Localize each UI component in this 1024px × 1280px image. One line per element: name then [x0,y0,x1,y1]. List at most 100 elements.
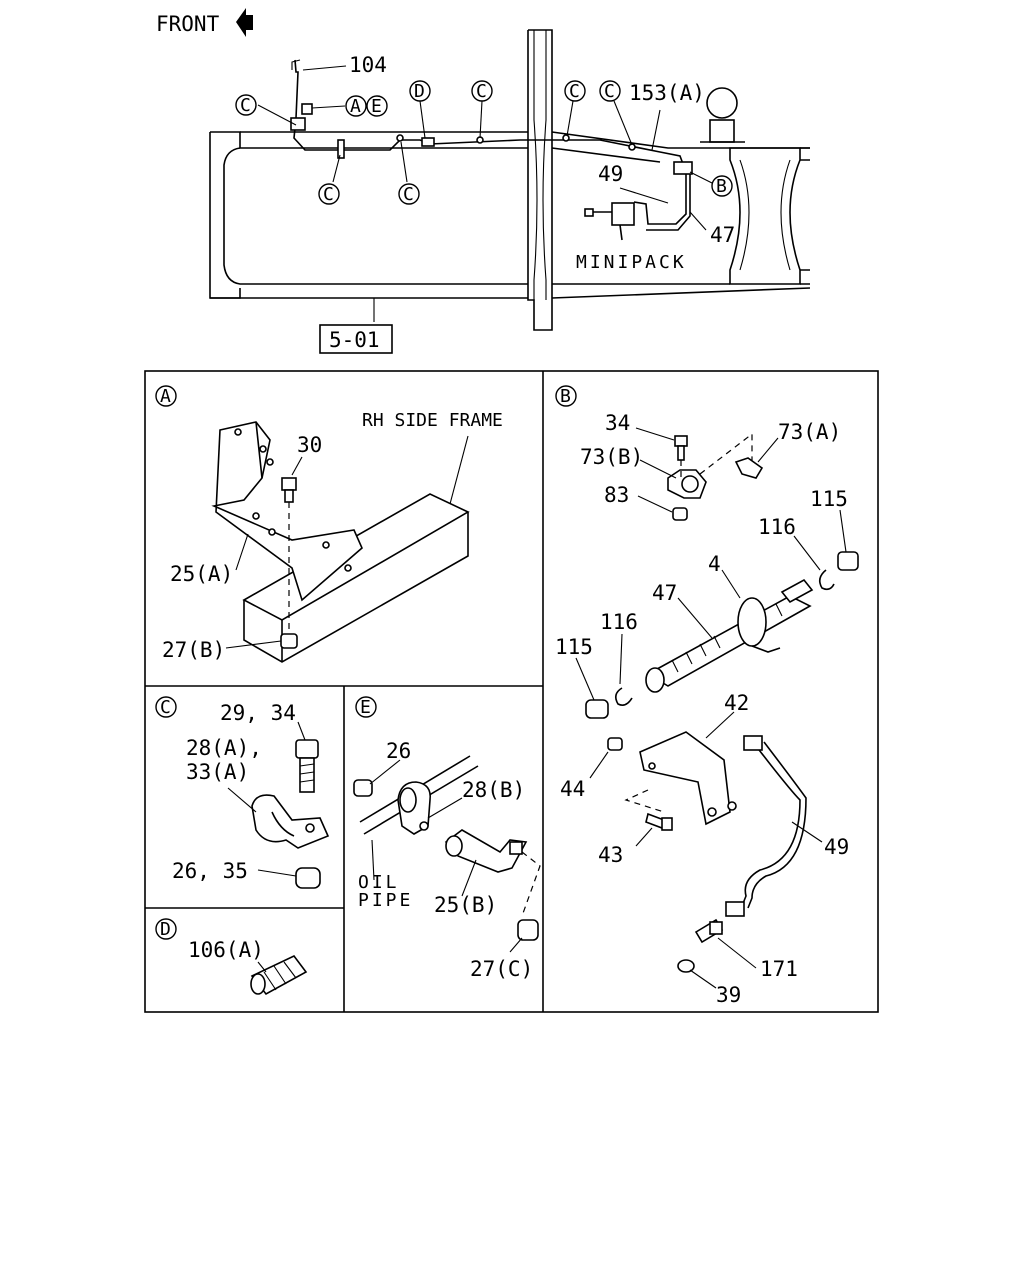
part-27c: 27(C) [470,957,533,981]
oil-pipe-label-line2: PIPE [358,890,413,911]
part-27b: 27(B) [162,638,225,662]
svg-text:C: C [569,81,580,102]
part-28b: 28(B) [462,778,525,802]
marker-c-4: C [599,80,621,102]
svg-text:B: B [560,386,571,407]
callout-153a: 153(A) [629,81,705,105]
part-49: 49 [824,835,849,859]
part-30: 30 [297,433,322,457]
pipe-49 [725,735,807,917]
part-44: 44 [560,777,585,801]
marker-c-5: C [318,183,340,205]
front-arrow-icon [236,8,253,37]
svg-text:D: D [414,81,425,102]
panel-c-letter: C [155,696,177,718]
part-26-e: 26 [386,739,411,763]
part-43: 43 [598,843,623,867]
panel-d: D 106(A) [155,918,308,996]
chassis-frame [209,29,811,331]
bolt-43 [645,812,673,831]
svg-text:E: E [371,96,382,117]
marker-b: B [711,175,733,197]
panel-a-letter: A [155,385,177,407]
bracket-25a [211,421,363,602]
marker-c-6: C [398,183,420,205]
svg-text:B: B [716,176,727,197]
svg-text:C: C [403,184,414,205]
overview-section: FRONT [156,8,811,354]
nut-26-e [353,779,373,797]
marker-d: D [409,80,431,102]
rh-side-frame-label: RH SIDE FRAME [362,410,503,431]
marker-a: A [345,95,367,117]
svg-text:C: C [323,184,334,205]
hitch-ball [700,87,745,143]
bolt-30 [281,477,297,640]
callout-47-overview: 47 [710,223,735,247]
part-39: 39 [716,983,741,1007]
nut-83 [672,507,688,521]
union-171 [694,918,724,944]
panel-a: A RH SIDE FRAME [155,385,503,663]
nut-115-upper [837,551,859,571]
part-73b: 73(B) [580,445,643,469]
marker-c-3: C [564,80,586,102]
svg-text:C: C [240,95,251,116]
side-frame-beam [242,493,470,663]
part-47: 47 [652,581,677,605]
marker-e: E [366,95,388,117]
svg-text:A: A [160,386,171,407]
minipack-label: MINIPACK [576,252,687,273]
oil-pipe-label-line1: OIL [358,872,400,893]
part-116-lower: 116 [600,610,638,634]
callout-49-overview: 49 [598,162,623,186]
part-73a: 73(A) [778,420,841,444]
marker-c-1: C [235,94,257,116]
part-25a: 25(A) [170,562,233,586]
part-28a: 28(A), [186,736,262,760]
part-33a: 33(A) [186,760,249,784]
clip-73 [667,432,764,499]
marker-c-2: C [471,80,493,102]
hose-47 [645,578,814,693]
panel-b-leaders [575,427,847,989]
clip-28a-33a [251,794,330,849]
part-115-upper: 115 [810,487,848,511]
svg-text:C: C [160,697,171,718]
panel-e-letter: E [355,696,377,718]
ref-box-label: 5-01 [329,328,380,352]
ref-box [319,324,393,354]
bracket-25b [444,829,528,873]
part-26-35: 26, 35 [172,859,248,883]
part-116-upper: 116 [758,515,796,539]
detail-panels [144,370,879,1013]
nut-27c [517,919,539,941]
svg-text:C: C [476,81,487,102]
part-25b: 25(B) [434,893,497,917]
nut-27b [280,633,298,649]
part-34: 34 [605,411,630,435]
svg-text:D: D [160,919,171,940]
snap-ring-116-upper [818,569,835,591]
svg-text:E: E [360,697,371,718]
svg-text:A: A [350,96,361,117]
part-106a: 106(A) [188,938,264,962]
fitting-106a [250,954,308,996]
panel-b-letter: B [555,385,577,407]
nut-44 [607,737,623,751]
panel-b: B [555,385,859,1007]
panel-c: C 29, 34 28(A), 33(A) 26, 35 [155,696,330,889]
svg-text:C: C [604,81,615,102]
washer-39 [677,959,695,973]
overview-leaders [257,65,713,322]
part-42: 42 [724,691,749,715]
panel-d-letter: D [155,918,177,940]
nut-26-35 [295,867,321,889]
part-115-lower: 115 [555,635,593,659]
part-171: 171 [760,957,798,981]
part-83: 83 [604,483,629,507]
bolt-29-34 [295,739,319,793]
part-4: 4 [708,552,721,576]
snap-ring-116-lower [614,687,633,706]
